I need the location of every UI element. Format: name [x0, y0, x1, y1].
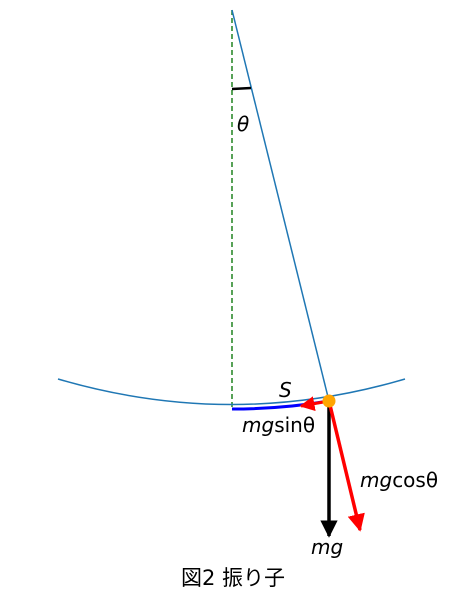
normal-force-label-mg: mg	[360, 468, 392, 492]
figure-caption: 図2 振り子	[181, 566, 285, 590]
tangential-force-label-mg: mg	[242, 413, 274, 437]
gravity-label: mg	[311, 535, 343, 559]
angle-marker	[231, 86, 252, 91]
swing-arc	[57, 378, 406, 406]
angle-label: θ	[237, 112, 249, 136]
tangential-force-label: mgsinθ	[242, 413, 315, 437]
normal-force-arrow	[327, 400, 365, 532]
arc-length-label: S	[279, 378, 292, 402]
tangential-force-label-trig: sinθ	[274, 413, 315, 437]
normal-force-label-trig: cosθ	[392, 468, 438, 492]
pendulum-string	[231, 9, 330, 402]
pendulum-bob	[322, 394, 336, 408]
normal-force-label: mgcosθ	[360, 468, 438, 492]
